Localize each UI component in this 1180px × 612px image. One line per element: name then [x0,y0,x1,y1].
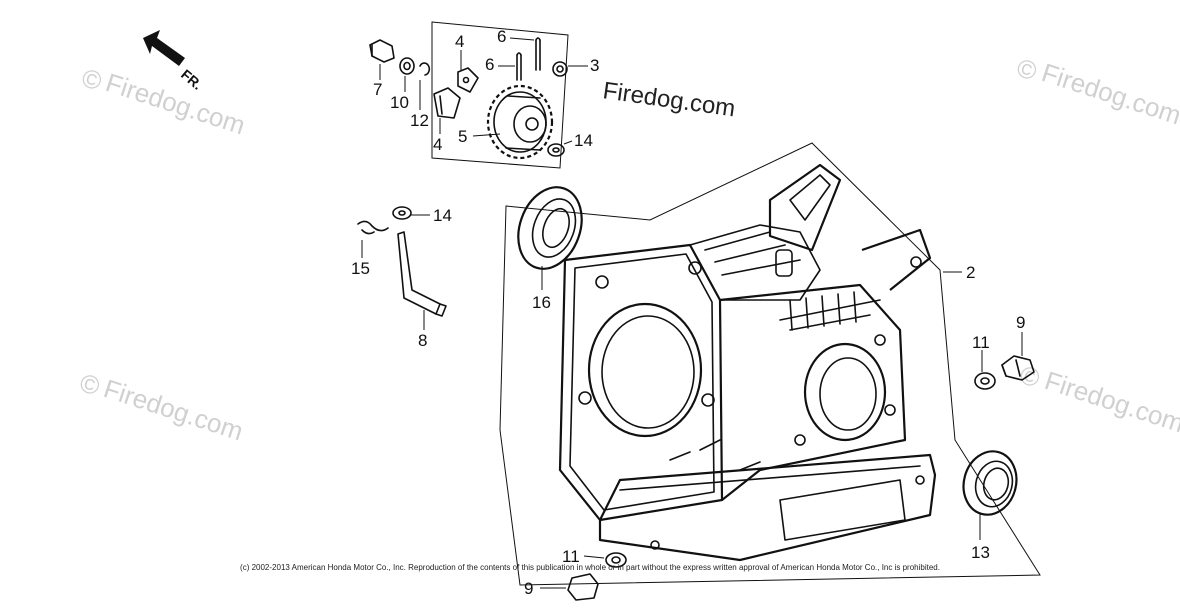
callout-10: 10 [390,93,409,112]
part-9-drain-bolt-bottom [567,573,599,601]
callout-8: 8 [418,331,427,350]
part-4-governor-weight-lower [433,87,461,119]
leader-lines [361,37,1023,589]
governor-assembly-frame [431,21,569,169]
callout-7: 7 [373,80,382,99]
arrow-icon [143,30,185,66]
callout-4-upper: 4 [455,32,464,51]
callout-5: 5 [458,127,467,146]
part-7-governor-holder-pin [369,39,395,63]
part-13-oil-seal [962,450,1018,516]
part-14-washer-lower [392,206,412,220]
watermark-copyright-symbol: © [78,62,106,96]
part-8-governor-arm-shaft [397,231,447,317]
callout-9-right: 9 [1016,313,1025,332]
part-10-washer [399,57,415,75]
part-2-assembly-boundary [499,142,1041,586]
part-4-governor-weight-upper [457,67,479,93]
part-6-pin-a [535,37,541,71]
watermark-copyright-symbol: © [1013,52,1041,86]
part-16-ball-bearing [517,186,583,270]
callout-4-lower: 4 [433,135,442,154]
copyright-notice: (c) 2002-2013 American Honda Motor Co., … [240,563,940,572]
watermark-copyright-symbol: © [76,367,104,401]
part-15-clip [357,220,389,235]
callout-11-bottom: 11 [562,547,580,566]
direction-label: FR. [178,66,206,93]
part-12-clip [419,62,431,76]
part-9-drain-bolt-right [1001,355,1035,381]
callout-13: 13 [971,543,990,562]
watermark-text: Firedog.com [102,67,249,140]
part-2-cylinder-barrel [558,163,937,562]
callout-labels: 7 10 12 4 4 6 6 3 5 14 14 15 8 16 2 11 9… [351,27,1025,598]
callout-12: 12 [410,111,429,130]
part-3-thrust-washer [552,61,568,77]
part-11-washer-bottom [605,552,627,568]
watermark-text: Firedog.com [1038,57,1180,130]
part-11-washer-right [974,372,996,390]
callout-14-lower: 14 [433,206,452,225]
watermark-text: Firedog.com [100,373,247,446]
part-6-pin-b [516,52,522,81]
callout-11-right: 11 [972,333,990,352]
watermark-center-text: Firedog.com [601,77,737,122]
watermark-text: Firedog.com [1041,365,1180,438]
part-5-governor-gear [486,84,554,160]
callout-6-lower: 6 [485,55,494,74]
callout-14-upper: 14 [574,131,593,150]
callout-2: 2 [966,263,975,282]
callout-6-upper: 6 [497,27,506,46]
callout-3: 3 [590,56,599,75]
callout-16: 16 [532,293,551,312]
watermark-group: © Firedog.com © Firedog.com © Firedog.co… [76,52,1180,446]
callout-15: 15 [351,259,370,278]
part-14-washer-upper [547,143,565,157]
callout-9-bottom: 9 [524,579,533,598]
